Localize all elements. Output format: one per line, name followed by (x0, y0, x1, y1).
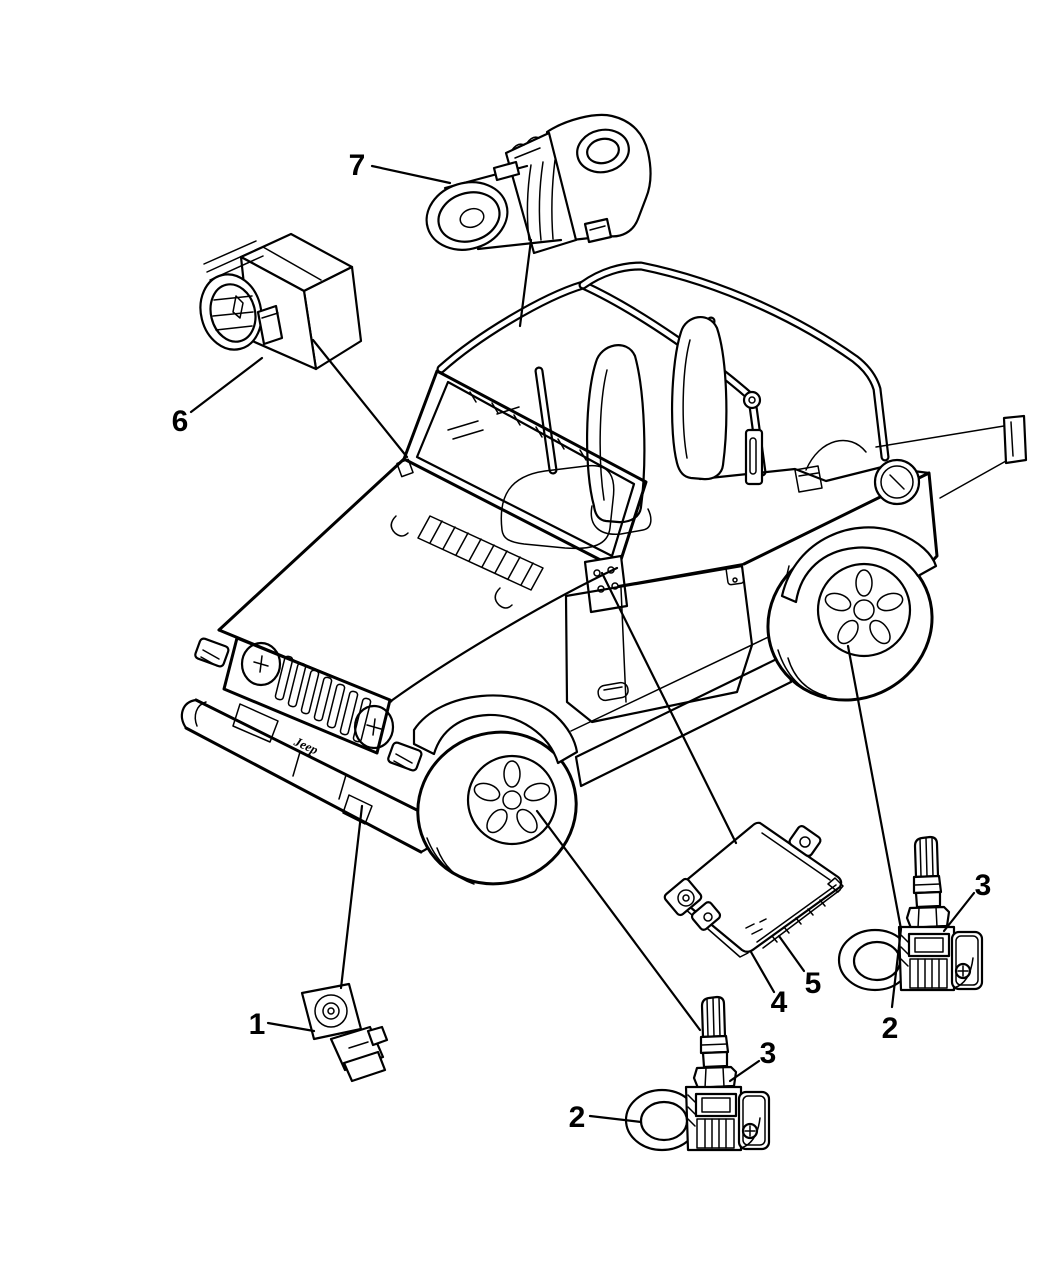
seats (500, 316, 728, 550)
turn-signal-right (387, 741, 423, 772)
callout-label-2-front: 2 (569, 1101, 586, 1134)
callout-labels: 7 6 1 2 3 4 5 2 3 (172, 149, 992, 1134)
windshield-frame (396, 369, 648, 614)
tire-pressure-sensor (624, 995, 771, 1152)
callout-label-3-rear: 3 (975, 869, 992, 902)
turn-signal-left (194, 637, 230, 668)
callout-label-5: 5 (805, 967, 822, 1000)
sport-bar (436, 261, 890, 477)
tire-pressure-sensor-rear (837, 835, 984, 992)
callout-label-1: 1 (249, 1008, 266, 1041)
callout-label-3-front: 3 (760, 1037, 777, 1070)
front-fender-flare (412, 694, 579, 765)
callout-label-4: 4 (771, 986, 788, 1019)
rear-wheel (766, 542, 934, 702)
callout-label-6: 6 (172, 405, 189, 438)
impact-sensor (425, 113, 652, 255)
vehicle-illustration: Jeep (180, 261, 1028, 886)
front-grille (194, 636, 423, 772)
rear-deck (698, 414, 1028, 499)
small-sensor-bracket (300, 982, 389, 1083)
door-and-side (564, 562, 793, 788)
callout-label-2-rear: 2 (882, 1012, 899, 1045)
receiver-module (663, 821, 844, 958)
rear-fender-flare (780, 526, 938, 604)
leader-lines (189, 164, 976, 1124)
callout-label-7: 7 (349, 149, 366, 182)
module-with-connector (199, 232, 363, 371)
front-wheel (416, 730, 578, 886)
